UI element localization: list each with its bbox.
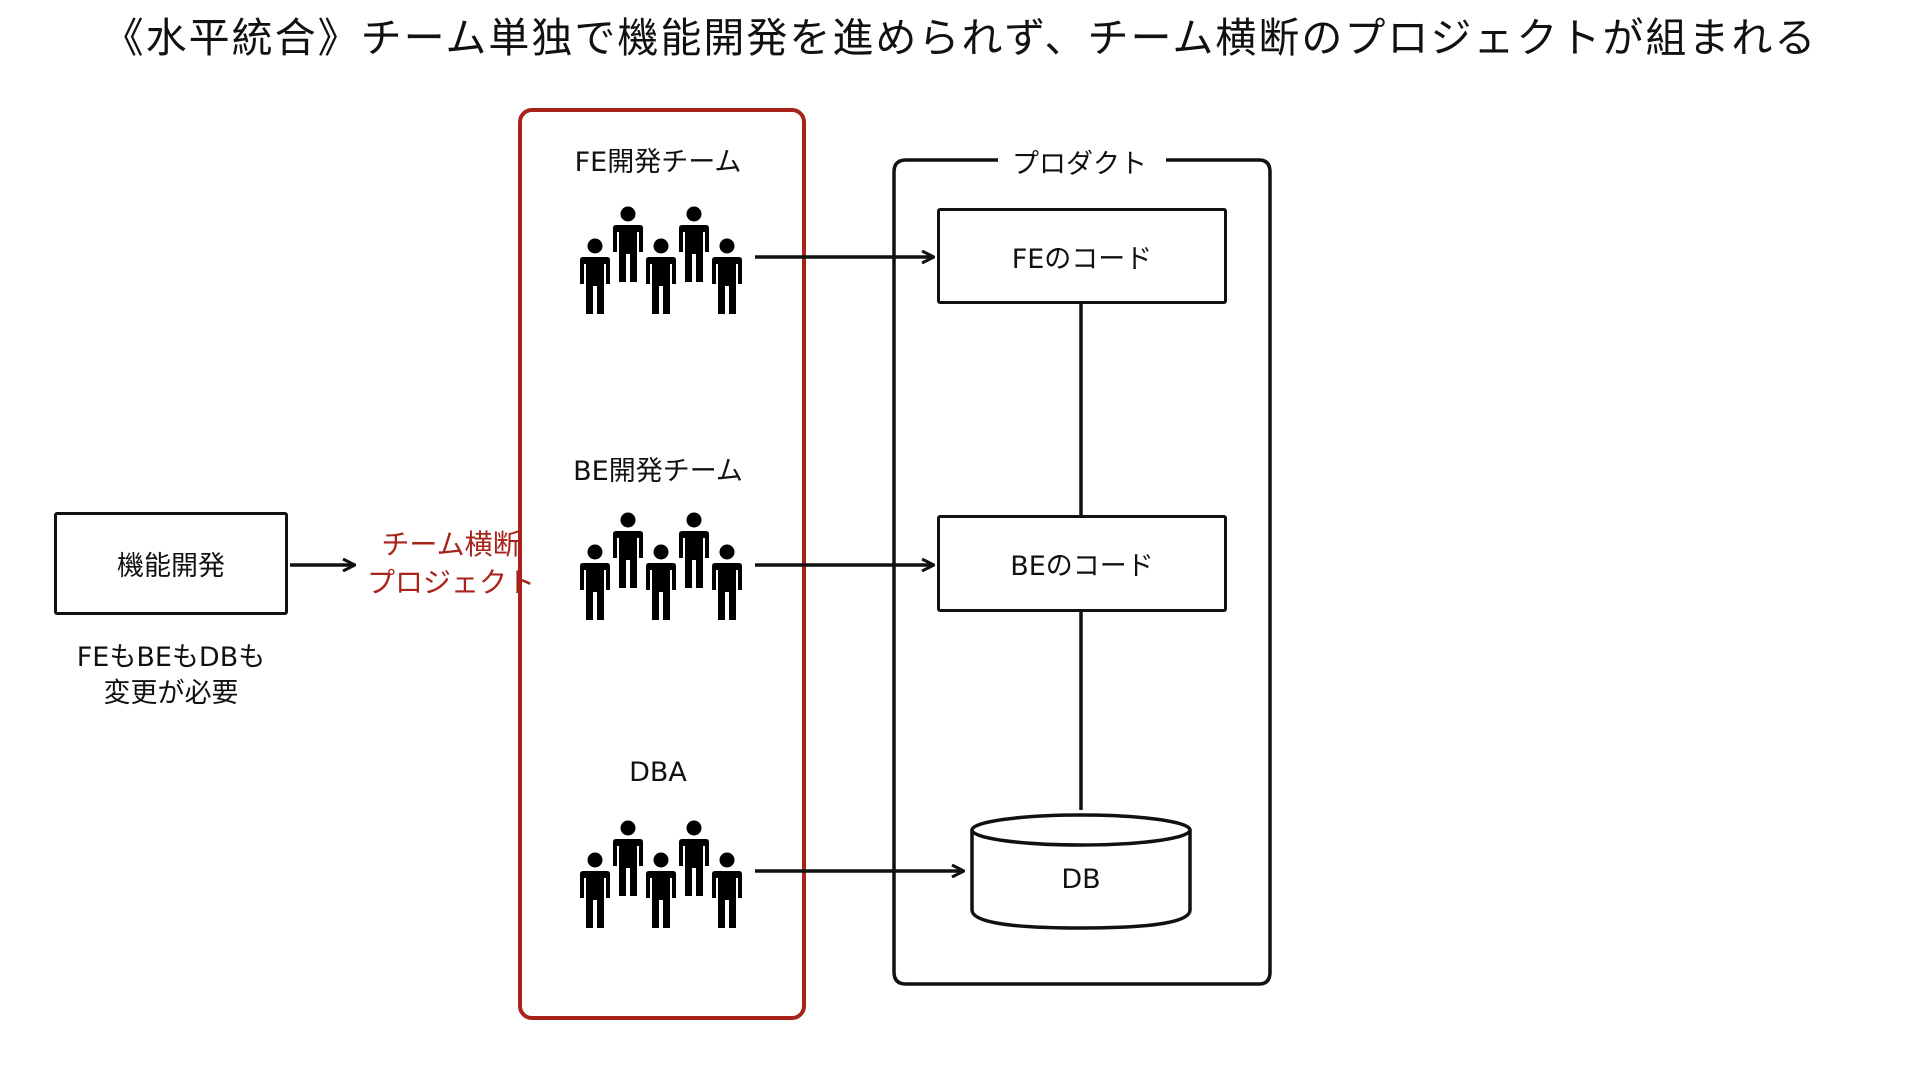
people-group-icon — [580, 513, 742, 621]
cross-team-line1: チーム横断 — [381, 528, 521, 561]
team-label-fe: FE開発チーム — [574, 147, 742, 178]
feature-note: FEもBEもDBも 変更が必要 — [40, 640, 302, 712]
cross-team-line2: プロジェクト — [366, 566, 535, 599]
be-code-label: BEのコード — [1010, 551, 1154, 582]
feature-development-box: 機能開発 — [54, 512, 288, 615]
product-frame — [892, 158, 1272, 986]
fe-code-label: FEのコード — [1011, 243, 1153, 275]
page-title: 《水平統合》チーム単独で機能開発を進められず、チーム横断のプロジェクトが組まれる — [102, 14, 1818, 62]
product-label: プロダクト — [1002, 142, 1157, 181]
cross-team-project-label: チーム横断 プロジェクト — [352, 526, 550, 602]
team-label-be: BE開発チーム — [573, 456, 743, 487]
team-label-dba: DBA — [629, 757, 687, 788]
people-group-icon — [580, 821, 742, 929]
database-cylinder-icon — [970, 813, 1192, 930]
feature-note-line1: FEもBEもDBも — [76, 642, 266, 673]
be-code-box: BEのコード — [937, 515, 1227, 612]
feature-note-line2: 変更が必要 — [103, 678, 239, 709]
db-label: DB — [1061, 864, 1101, 895]
feature-development-label: 機能開発 — [117, 551, 225, 582]
fe-code-box: FEのコード — [937, 208, 1227, 304]
people-group-icon — [580, 207, 742, 315]
